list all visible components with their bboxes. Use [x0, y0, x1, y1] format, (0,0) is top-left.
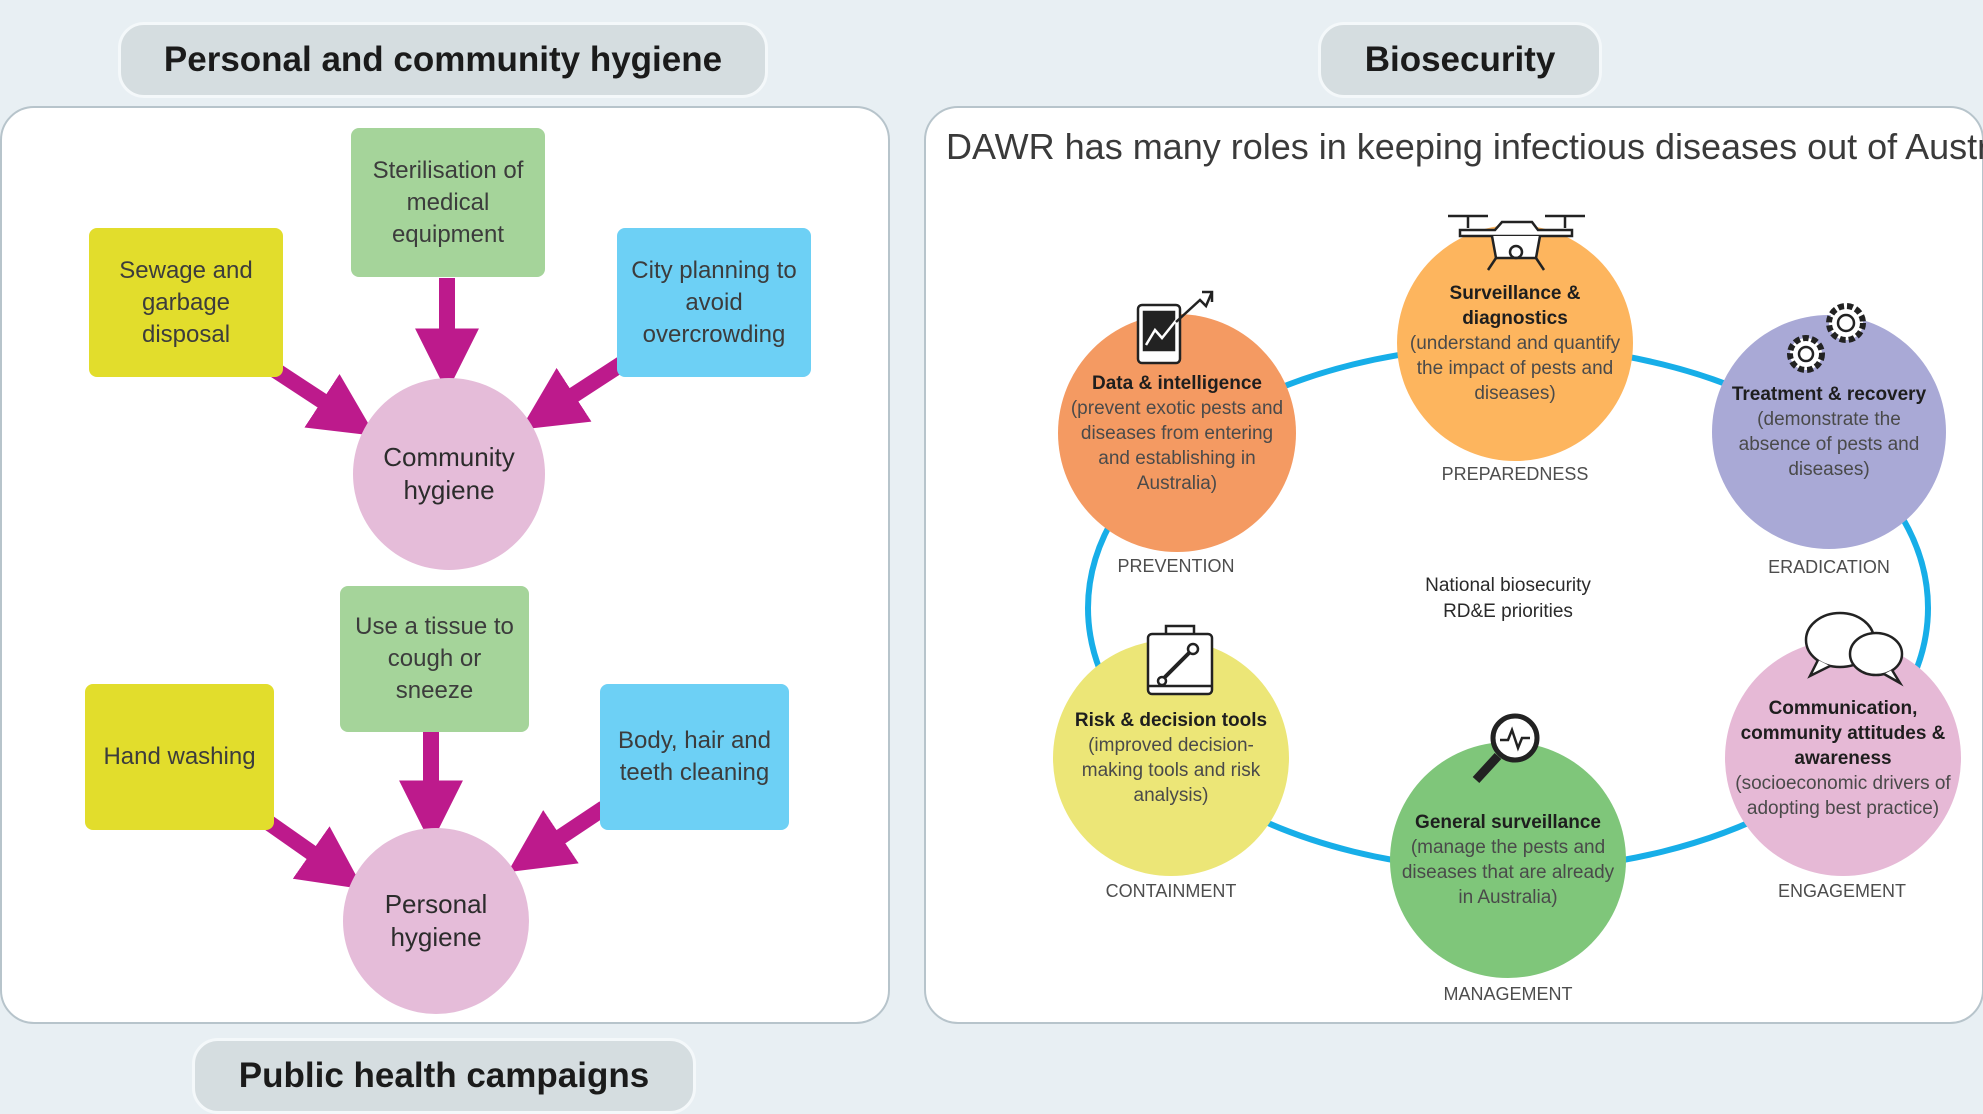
stage-management: MANAGEMENT — [1443, 984, 1573, 1004]
stage-prevention: PREVENTION — [1117, 556, 1235, 576]
tissue-box: Use a tissue to cough or sneeze — [340, 586, 529, 732]
general-surveillance-circle: General surveillance (manage the pests a… — [1390, 742, 1626, 978]
sewage-garbage-box: Sewage and garbage disposal — [89, 228, 283, 377]
data-intelligence-desc: (prevent exotic pests and diseases from … — [1070, 397, 1284, 494]
surveillance-diagnostics-circle: Surveillance & diagnostics (understand a… — [1397, 225, 1633, 461]
arrow-body — [507, 801, 609, 873]
communication-circle: Communication, community attitudes & awa… — [1725, 640, 1961, 876]
magnifier-icon — [1472, 713, 1540, 784]
hand-washing-box: Hand washing — [85, 684, 274, 830]
stage-eradication: ERADICATION — [1768, 557, 1890, 577]
sterilisation-box: Sterilisation of medical equipment — [351, 128, 545, 277]
treatment-recovery-desc: (demonstrate the absence of pests and di… — [1738, 409, 1920, 480]
toolbox-icon — [1146, 624, 1214, 696]
body-hair-teeth-box: Body, hair and teeth cleaning — [600, 684, 789, 830]
community-hygiene-circle: Community hygiene — [353, 378, 545, 570]
biosecurity-title: DAWR has many roles in keeping infectiou… — [946, 126, 1983, 167]
risk-decision-title: Risk & decision tools — [1074, 710, 1268, 731]
gears-icon — [1787, 303, 1866, 373]
treatment-recovery-title: Treatment & recovery — [1731, 384, 1927, 405]
data-intelligence-title: Data & intelligence — [1092, 372, 1262, 394]
general-surveillance-title: General surveillance — [1415, 812, 1601, 833]
city-planning-box: City planning to avoid overcrowding — [617, 228, 811, 377]
arrow-sewage — [267, 361, 376, 436]
personal-hygiene-circle: Personal hygiene — [343, 828, 529, 1014]
stage-preparedness: PREPAREDNESS — [1441, 464, 1589, 484]
surveillance-diagnostics-desc: (understand and quantify the impact of p… — [1409, 332, 1621, 404]
priorities-center-label: National biosecurity RD&E priorities — [1425, 575, 1591, 622]
drone-icon — [1448, 214, 1585, 271]
treatment-recovery-circle: Treatment & recovery (demonstrate the ab… — [1712, 315, 1946, 549]
communication-title: Communication, community attitudes & awa… — [1740, 697, 1946, 769]
risk-decision-desc: (improved decision-making tools and risk… — [1081, 735, 1261, 806]
stage-engagement: ENGAGEMENT — [1777, 881, 1907, 901]
communication-desc: (socioeconomic drivers of adopting best … — [1735, 772, 1951, 819]
surveillance-diagnostics-title: Surveillance & diagnostics — [1449, 282, 1581, 329]
general-surveillance-desc: (manage the pests and diseases that are … — [1401, 837, 1615, 908]
arrow-city — [520, 354, 631, 430]
stage-containment: CONTAINMENT — [1105, 881, 1237, 901]
tablet-chart-icon — [1136, 290, 1214, 365]
header-personal-community-hygiene: Personal and community hygiene — [118, 22, 768, 98]
speech-bubbles-icon — [1804, 611, 1904, 687]
header-biosecurity: Biosecurity — [1318, 22, 1602, 98]
